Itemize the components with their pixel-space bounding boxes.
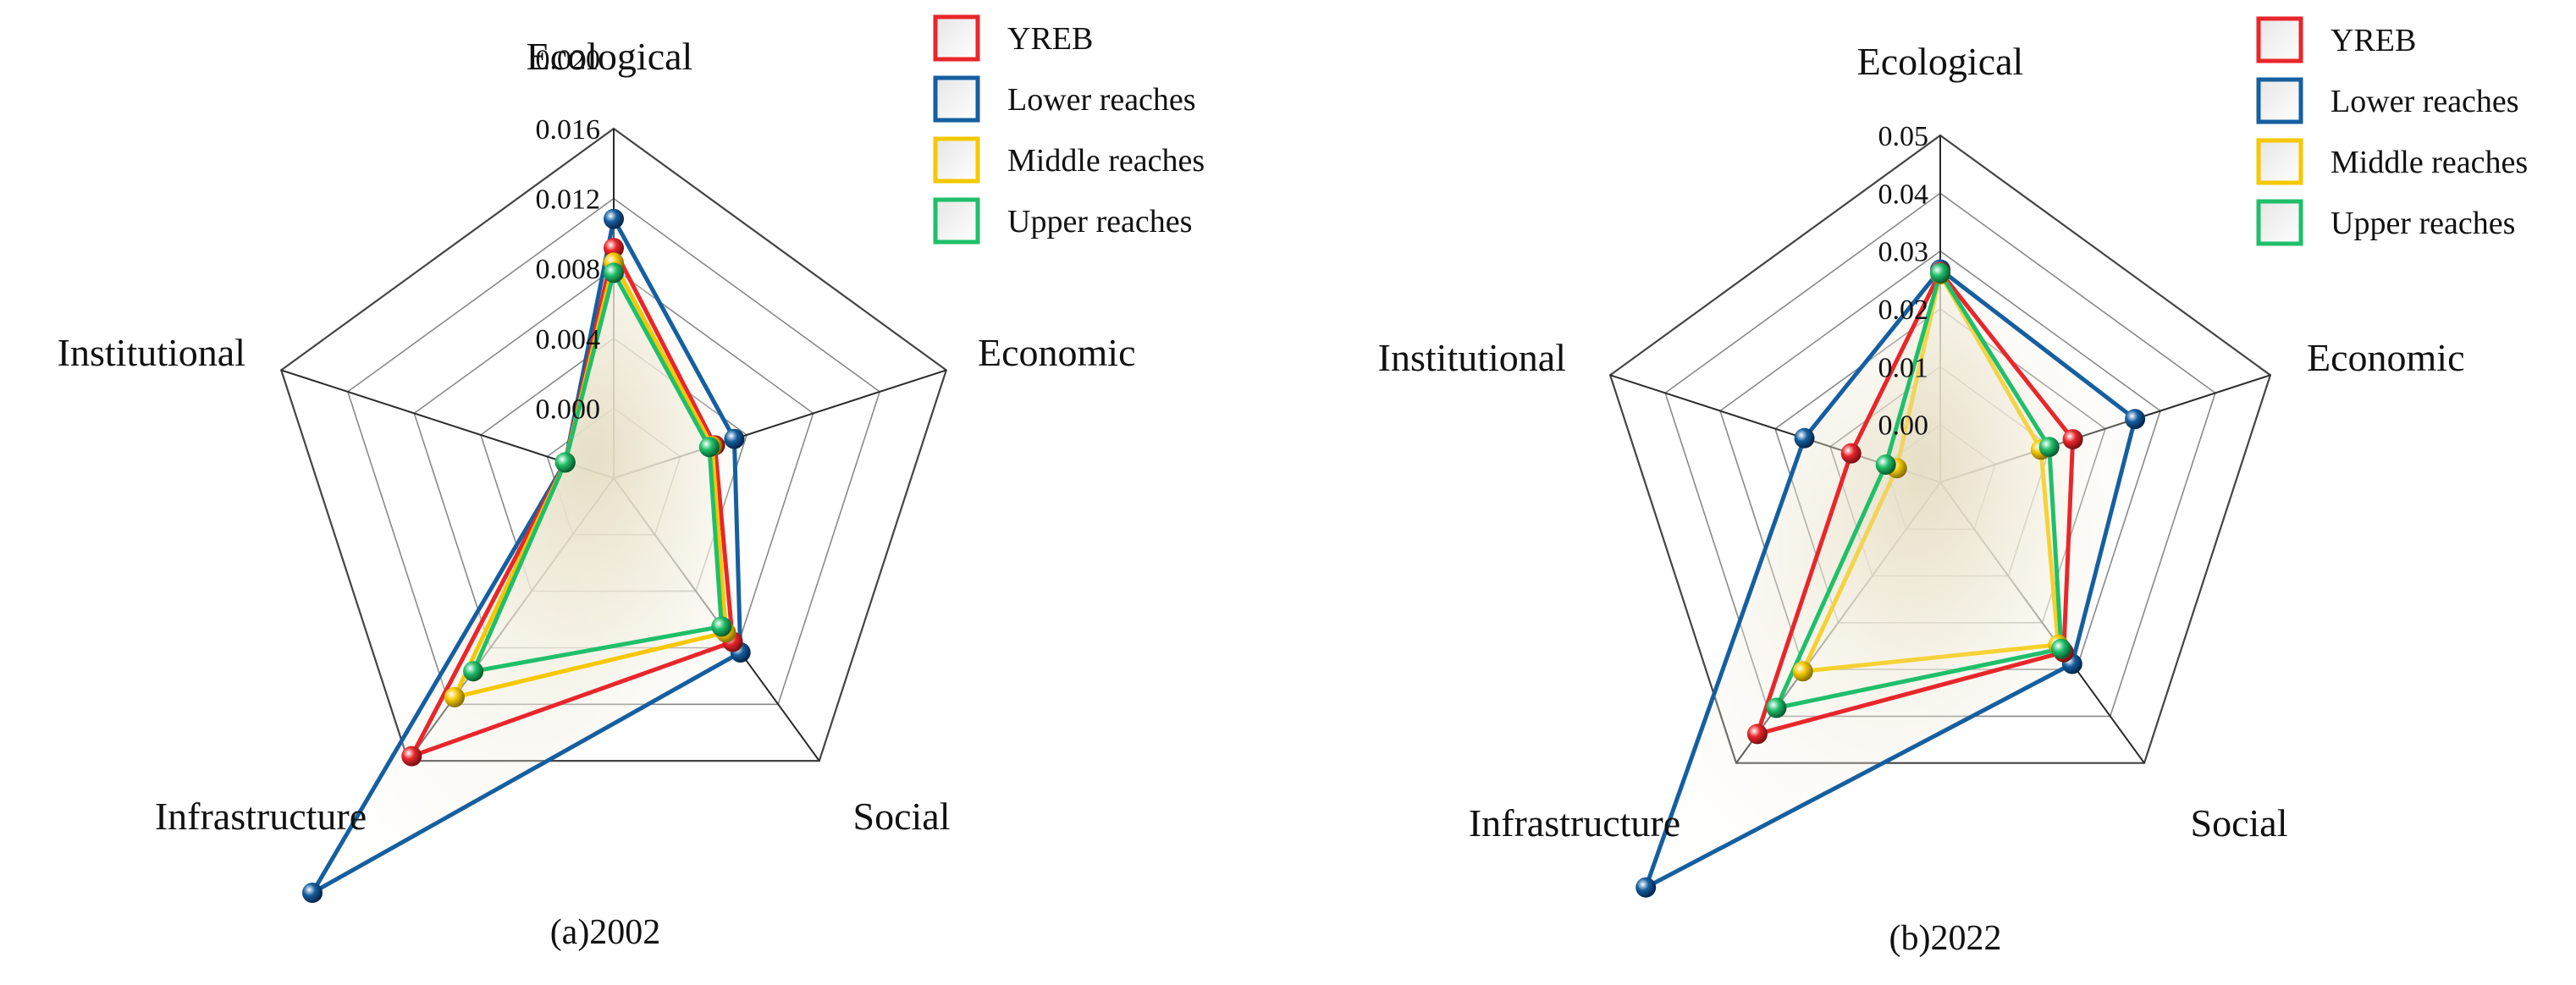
axis-label-ecological: Ecological bbox=[1857, 40, 2024, 83]
chart-caption: (b)2022 bbox=[1889, 919, 2002, 958]
data-point-yreb bbox=[2062, 429, 2083, 450]
radar-tick-labels: 0.000 0.004 0.008 0.012 0.016 0.020 bbox=[536, 44, 601, 425]
legend-item-middle-reaches: Middle reaches bbox=[2256, 138, 2528, 185]
tick-label: 0.05 bbox=[1878, 121, 1929, 152]
tick-label: 0.000 bbox=[536, 393, 601, 425]
data-point-middle-reaches bbox=[1792, 661, 1813, 682]
legend: YREB Lower reaches Middle reaches Upper … bbox=[2256, 16, 2528, 246]
data-point-lower-reaches bbox=[302, 883, 323, 903]
axis-label-infrastructure: Infrastructure bbox=[1469, 801, 1680, 845]
tick-label: 0.02 bbox=[1878, 294, 1929, 326]
legend-swatch-yreb bbox=[2256, 16, 2303, 63]
legend-item-upper-reaches: Upper reaches bbox=[933, 197, 1192, 245]
legend-item-upper-reaches: Upper reaches bbox=[2256, 199, 2515, 246]
tick-label: 0.01 bbox=[1878, 352, 1929, 383]
tick-label: 0.004 bbox=[536, 324, 601, 355]
tick-label: 0.020 bbox=[536, 44, 601, 75]
radar-tick-labels: 0.00 0.01 0.02 0.03 0.04 0.05 bbox=[1878, 121, 1929, 442]
radar-grid-ring bbox=[1608, 134, 2272, 764]
legend-label: YREB bbox=[1007, 21, 1093, 57]
series-line-upper-reaches bbox=[469, 267, 725, 674]
legend-label: Lower reaches bbox=[2331, 84, 2519, 119]
data-point-upper-reaches bbox=[711, 616, 732, 637]
tick-label: 0.012 bbox=[536, 184, 601, 216]
data-point-upper-reaches bbox=[554, 452, 576, 473]
axis-label-economic: Economic bbox=[2307, 336, 2465, 379]
data-point-lower-reaches bbox=[1636, 877, 1657, 898]
legend-swatch-lower-reaches bbox=[2256, 77, 2303, 124]
data-point-lower-reaches bbox=[2125, 409, 2146, 430]
data-point-lower-reaches bbox=[1794, 427, 1815, 448]
legend-label: Upper reaches bbox=[1007, 204, 1192, 239]
data-point-yreb bbox=[1746, 724, 1768, 745]
radar-chart-2002: 0.000 0.004 0.008 0.012 0.016 0.020 Ecol… bbox=[58, 14, 1205, 952]
radar-chart-2022: 0.00 0.01 0.02 0.03 0.04 0.05 Ecological… bbox=[1378, 16, 2528, 958]
legend-label: Middle reaches bbox=[1007, 143, 1205, 179]
data-point-yreb bbox=[401, 746, 422, 767]
data-point-upper-reaches bbox=[698, 437, 720, 458]
radar-series-group bbox=[1636, 259, 2146, 898]
data-point-upper-reaches bbox=[2051, 638, 2071, 659]
data-point-lower-reaches bbox=[604, 208, 624, 229]
data-point-upper-reaches bbox=[2038, 437, 2060, 458]
radar-axis-labels: Ecological Economic Social Infrastructur… bbox=[58, 35, 1136, 838]
legend-swatch-yreb bbox=[933, 14, 980, 62]
chart-caption: (a)2002 bbox=[550, 913, 661, 952]
legend-item-middle-reaches: Middle reaches bbox=[933, 136, 1205, 184]
data-point-yreb bbox=[1840, 443, 1862, 464]
series-line-upper-reaches bbox=[1773, 267, 2064, 711]
data-point-upper-reaches bbox=[463, 661, 484, 682]
legend-label: YREB bbox=[2331, 23, 2416, 58]
axis-label-social: Social bbox=[2191, 801, 2288, 845]
axis-label-institutional: Institutional bbox=[58, 331, 245, 374]
tick-label: 0.00 bbox=[1878, 410, 1929, 442]
legend-item-lower-reaches: Lower reaches bbox=[933, 75, 1196, 123]
axis-label-social: Social bbox=[853, 795, 951, 838]
data-point-middle-reaches bbox=[444, 686, 465, 707]
axis-label-infrastructure: Infrastructure bbox=[155, 795, 367, 838]
radar-series-group bbox=[302, 208, 751, 903]
data-point-upper-reaches bbox=[604, 262, 624, 283]
radar-axis-labels: Ecological Economic Social Infrastructur… bbox=[1378, 40, 2465, 845]
legend-swatch-lower-reaches bbox=[933, 75, 980, 123]
tick-label: 0.03 bbox=[1878, 237, 1929, 268]
legend-label: Upper reaches bbox=[2331, 206, 2515, 241]
legend-item-yreb: YREB bbox=[933, 14, 1093, 62]
tick-label: 0.008 bbox=[536, 254, 601, 285]
data-point-upper-reaches bbox=[1930, 262, 1950, 283]
tick-label: 0.04 bbox=[1878, 179, 1929, 210]
radar-grid-ring bbox=[279, 127, 948, 762]
axis-label-economic: Economic bbox=[978, 331, 1136, 374]
axis-label-ecological: Ecological bbox=[527, 35, 693, 78]
legend-swatch-upper-reaches bbox=[2256, 199, 2303, 246]
legend-swatch-upper-reaches bbox=[933, 197, 980, 245]
data-point-upper-reaches bbox=[1875, 454, 1896, 476]
legend: YREB Lower reaches Middle reaches Upper … bbox=[933, 14, 1205, 245]
tick-label: 0.016 bbox=[536, 114, 601, 146]
legend-swatch-middle-reaches bbox=[2256, 138, 2303, 185]
data-point-yreb bbox=[604, 238, 624, 259]
axis-label-institutional: Institutional bbox=[1378, 336, 1566, 379]
legend-label: Lower reaches bbox=[1007, 82, 1196, 118]
data-point-lower-reaches bbox=[724, 428, 745, 449]
legend-item-lower-reaches: Lower reaches bbox=[2256, 77, 2519, 124]
data-point-upper-reaches bbox=[1766, 697, 1787, 718]
legend-label: Middle reaches bbox=[2331, 145, 2528, 180]
legend-item-yreb: YREB bbox=[2256, 16, 2416, 63]
legend-swatch-middle-reaches bbox=[933, 136, 980, 184]
